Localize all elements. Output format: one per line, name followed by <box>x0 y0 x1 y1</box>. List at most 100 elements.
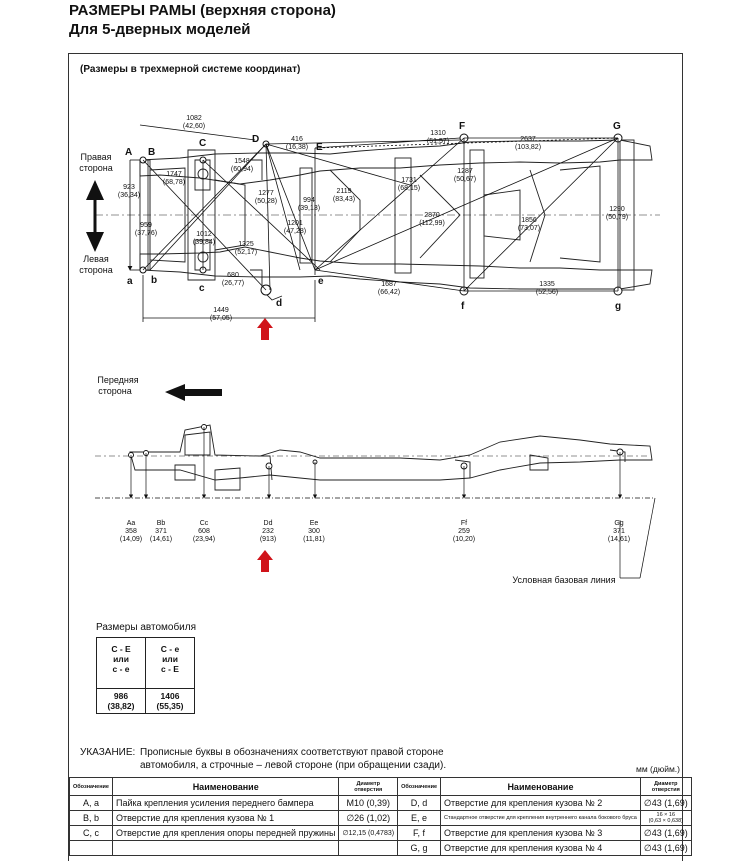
note-key: УКАЗАНИЕ: <box>80 747 136 758</box>
dim-2870-in: (112,99) <box>419 220 445 227</box>
dim-1277-in: (50,28) <box>255 198 277 205</box>
dimension-labels: 1082 (42,60) 416 (16,38) 1310 (51,57) 26… <box>118 115 628 322</box>
legend-diam: ∅12,15 (0,4783) <box>338 825 399 841</box>
height-Aa-in: (14,09) <box>120 536 142 543</box>
dims-h1-l2: или <box>113 654 129 664</box>
dims-h1-l3: c - e <box>112 664 130 674</box>
dim-1082: 1082 <box>186 115 202 122</box>
legend-header-diam-2col-1: Диаметр <box>654 780 678 787</box>
diagram-subtitle: (Размеры в трехмерной системе координат) <box>80 64 301 75</box>
dim-1012: 1012 <box>196 231 212 238</box>
note-line-2: автомобиля, а строчные – левой стороне (… <box>140 760 447 771</box>
dims-h2-l3: c - E <box>161 664 179 674</box>
dim-1449-in: (57,05) <box>210 315 232 322</box>
dim-416: 416 <box>291 136 303 143</box>
legend-row: B, b Отверстие для крепления кузова № 1 … <box>69 810 692 826</box>
legend-header-diam-2col: Диаметр отверстия <box>639 777 692 796</box>
legend-code: D, d <box>397 795 442 811</box>
units-label: мм (дюйм.) <box>636 764 680 774</box>
front-arrow-icon <box>165 384 222 401</box>
dim-1325-in: (52,17) <box>235 249 257 256</box>
point-label-d: d <box>276 298 282 309</box>
vehicle-dims-table: C - E или c - e C - e или c - E 986 (38,… <box>96 637 195 714</box>
height-labels: Aa 358 (14,09) Bb 371 (14,61) Cc 608 (23… <box>120 520 630 543</box>
legend-header-code-2: Обозначение <box>397 777 442 796</box>
legend-diam: ∅43 (1,69) <box>639 840 692 856</box>
red-arrow-icon <box>257 550 273 572</box>
height-Gg-in: (14,61) <box>608 536 630 543</box>
legend-header-diam-2: отверстия <box>354 786 383 793</box>
dim-1731-in: (68,15) <box>398 185 420 192</box>
dim-2637-in: (103,82) <box>515 144 541 151</box>
legend-code: F, f <box>397 825 442 841</box>
note-line-1: Прописные буквы в обозначениях соответст… <box>140 747 444 758</box>
dim-1548: 1548 <box>234 158 250 165</box>
legend-diam: ∅26 (1,02) <box>338 810 399 826</box>
dim-994-in: (39,13) <box>298 205 320 212</box>
height-Dd-mm: 232 <box>262 528 274 535</box>
legend-code: A, a <box>69 795 113 811</box>
legend-code: E, e <box>397 810 442 826</box>
dim-680: 680 <box>227 272 239 279</box>
legend-name: Отверстие для крепления кузова № 4 <box>440 840 641 856</box>
dim-1548-in: (60,94) <box>231 166 253 173</box>
legend-diam: ∅43 (1,69) <box>639 825 692 841</box>
dim-1449: 1449 <box>213 307 229 314</box>
top-view-points <box>139 133 623 296</box>
height-Ff-in: (10,20) <box>453 536 475 543</box>
legend-header-name-2: Наименование <box>440 777 641 796</box>
dim-1290: 1290 <box>609 206 625 213</box>
dim-1310-in: (51,57) <box>427 138 449 145</box>
dim-1747-in: (68,78) <box>163 179 185 186</box>
dim-1201-in: (47,28) <box>284 228 306 235</box>
point-label-g: g <box>615 301 621 312</box>
point-label-D: D <box>252 134 259 145</box>
height-label-Cc: Cc <box>200 520 209 527</box>
legend-row: A, a Пайка крепления усиления переднего … <box>69 795 692 811</box>
arrow-up-icon <box>86 180 104 200</box>
dim-1287: 1287 <box>457 168 473 175</box>
dim-1290-in: (50,79) <box>606 214 628 221</box>
dim-1082-in: (42,60) <box>183 123 205 130</box>
height-Gg-mm: 371 <box>613 528 625 535</box>
legend-header-diam: Диаметр отверстия <box>338 777 399 796</box>
top-view-measure-lines <box>93 124 619 322</box>
dim-1325: 1325 <box>238 241 254 248</box>
page-subtitle: Для 5-дверных моделей <box>69 21 251 38</box>
legend-header-code: Обозначение <box>69 777 113 796</box>
dim-959: 959 <box>140 222 152 229</box>
legend-diam: ∅43 (1,69) <box>639 795 692 811</box>
point-label-b: b <box>151 275 157 286</box>
height-Cc-in: (23,94) <box>193 536 215 543</box>
front-side-label: Передняя <box>97 375 138 385</box>
height-label-Gg: Gg <box>614 520 623 527</box>
height-label-Aa: Aa <box>127 520 136 527</box>
legend-name: Стандартное отверстие для крепления внут… <box>440 810 641 826</box>
dims-h2-l1: C - e <box>160 644 180 654</box>
point-label-e: e <box>318 276 324 287</box>
dim-1856: 1856 <box>521 217 537 224</box>
top-view-frame <box>95 139 660 301</box>
dim-416-in: (16,38) <box>286 144 308 151</box>
dim-1731: 1731 <box>401 177 417 184</box>
dim-923: 923 <box>123 184 135 191</box>
height-Ee-mm: 300 <box>308 528 320 535</box>
red-arrow-icon <box>257 318 273 340</box>
front-side-label-2: сторона <box>98 386 132 396</box>
height-Bb-mm: 371 <box>155 528 167 535</box>
side-view-height-lines <box>95 427 656 579</box>
legend-header-name: Наименование <box>111 777 340 796</box>
side-view-frame <box>95 424 653 491</box>
legend-diam: M10 (0,39) <box>338 795 399 811</box>
legend-code <box>69 840 113 856</box>
legend-code: B, b <box>69 810 113 826</box>
legend-code: C, c <box>69 825 113 841</box>
point-label-a: a <box>127 276 133 287</box>
dims-v1-in: (38,82) <box>107 701 135 711</box>
legend-name: Отверстие для крепления кузова № 1 <box>111 810 340 826</box>
dims-h1-l1: C - E <box>111 644 131 654</box>
legend-name: Отверстие для крепления опоры передней п… <box>111 825 340 841</box>
diagram-frame <box>68 53 683 861</box>
dim-1687-in: (66,42) <box>378 289 400 296</box>
